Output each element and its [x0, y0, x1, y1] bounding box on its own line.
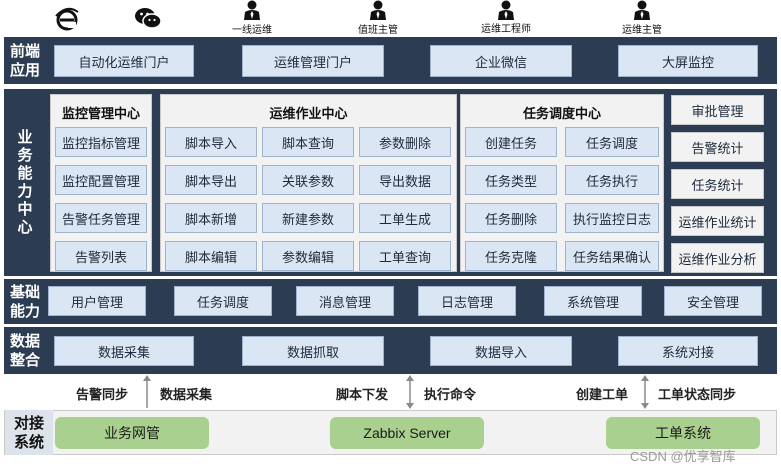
data-item[interactable]: 数据导入	[430, 336, 572, 366]
basic-item[interactable]: 安全管理	[664, 286, 762, 316]
role-label: 运维工程师	[481, 24, 531, 35]
panel-title: 运维作业中心	[269, 106, 348, 121]
arrows-row: 告警同步 数据采集 脚本下发 执行命令 创建工单 工单状态同步	[0, 374, 781, 410]
side-item-approval[interactable]: 审批管理	[671, 95, 764, 125]
side-item-ops-job-analysis[interactable]: 运维作业分析	[671, 243, 764, 273]
ops-item[interactable]: 脚本导入	[165, 127, 257, 157]
wechat-icon	[135, 8, 162, 29]
dispatch-item[interactable]: 任务删除	[465, 203, 557, 233]
person-icon	[370, 0, 386, 20]
arrow-label: 工单状态同步	[658, 387, 737, 402]
ops-center-panel: 运维作业中心 脚本导入 脚本查询 参数删除 脚本导出 关联参数 导出数据 脚本新…	[160, 94, 457, 272]
ops-item[interactable]: 参数删除	[359, 127, 451, 157]
ops-item[interactable]: 脚本新增	[165, 203, 257, 233]
role-label: 值班主管	[358, 25, 398, 36]
monitor-item[interactable]: 监控配置管理	[55, 165, 147, 195]
monitor-item[interactable]: 告警列表	[55, 241, 147, 271]
ie-browser-icon	[55, 7, 79, 31]
role-first-line-ops: 一线运维	[226, 0, 278, 36]
integration-label: 对接 系统	[5, 410, 53, 455]
monitor-item[interactable]: 告警任务管理	[55, 203, 147, 233]
ops-item[interactable]: 关联参数	[262, 165, 354, 195]
arrow-label: 执行命令	[424, 387, 477, 402]
ops-item[interactable]: 新建参数	[262, 203, 354, 233]
ops-item[interactable]: 工单查询	[359, 241, 451, 271]
side-item-alarm-stats[interactable]: 告警统计	[671, 132, 764, 162]
arrow-label: 告警同步	[76, 387, 129, 402]
ops-item[interactable]: 导出数据	[359, 165, 451, 195]
basic-item[interactable]: 用户管理	[48, 286, 146, 316]
dispatch-item[interactable]: 任务调度	[565, 127, 659, 157]
integration-item[interactable]: 业务网管	[55, 417, 209, 449]
role-label: 一线运维	[232, 25, 272, 36]
role-ops-supervisor: 运维主管	[616, 0, 668, 36]
frontend-label: 前端 应用	[9, 42, 40, 79]
dispatch-item[interactable]: 任务执行	[565, 165, 659, 195]
arrow-label: 数据采集	[160, 387, 213, 402]
person-icon	[634, 0, 650, 20]
frontend-item[interactable]: 运维管理门户	[242, 45, 384, 77]
business-label: 业 务 能 力 中 心	[17, 128, 33, 236]
panel-title: 监控管理中心	[61, 106, 140, 121]
dispatch-item[interactable]: 执行监控日志	[565, 203, 659, 233]
ops-item[interactable]: 脚本查询	[262, 127, 354, 157]
basic-label: 基础 能力	[9, 283, 40, 320]
arrow-both-icon	[641, 375, 649, 409]
data-band: 数据 整合 数据采集 数据抓取 数据导入 系统对接	[4, 327, 777, 374]
dispatch-center-panel: 任务调度中心 创建任务 任务调度 任务类型 任务执行 任务删除 执行监控日志 任…	[460, 94, 664, 272]
basic-item[interactable]: 系统管理	[544, 286, 642, 316]
dispatch-item[interactable]: 任务类型	[465, 165, 557, 195]
frontend-item[interactable]: 企业微信	[430, 45, 572, 77]
business-band: 业 务 能 力 中 心 监控管理中心 监控指标管理 监控配置管理 告警任务管理 …	[4, 89, 777, 276]
arrow-both-icon	[406, 375, 414, 409]
side-item-task-stats[interactable]: 任务统计	[671, 169, 764, 199]
role-duty-supervisor: 值班主管	[350, 0, 406, 36]
watermark: CSDN @优享智库	[630, 449, 736, 464]
integration-item[interactable]: 工单系统	[606, 417, 760, 449]
ops-item[interactable]: 脚本导出	[165, 165, 257, 195]
side-item-ops-job-stats[interactable]: 运维作业统计	[671, 206, 764, 236]
role-ops-engineer: 运维工程师	[474, 0, 538, 36]
arrow-up-icon	[143, 375, 151, 408]
basic-item[interactable]: 日志管理	[418, 286, 516, 316]
panel-title: 任务调度中心	[522, 106, 601, 121]
ops-item[interactable]: 脚本编辑	[165, 241, 257, 271]
basic-item[interactable]: 任务调度	[174, 286, 272, 316]
basic-item[interactable]: 消息管理	[296, 286, 394, 316]
integration-item[interactable]: Zabbix Server	[330, 417, 484, 449]
dispatch-item[interactable]: 任务克隆	[465, 241, 557, 271]
person-icon	[244, 0, 260, 20]
frontend-item[interactable]: 自动化运维门户	[54, 45, 194, 77]
monitor-center-panel: 监控管理中心 监控指标管理 监控配置管理 告警任务管理 告警列表	[50, 94, 152, 272]
dispatch-item[interactable]: 任务结果确认	[565, 241, 659, 271]
dispatch-item[interactable]: 创建任务	[465, 127, 557, 157]
ops-item[interactable]: 工单生成	[359, 203, 451, 233]
ops-item[interactable]: 参数编辑	[262, 241, 354, 271]
role-label: 运维主管	[622, 25, 662, 36]
data-item[interactable]: 系统对接	[618, 336, 758, 366]
data-label: 数据 整合	[9, 332, 40, 369]
frontend-band: 前端 应用 自动化运维门户 运维管理门户 企业微信 大屏监控	[4, 37, 777, 84]
basic-band: 基础 能力 用户管理 任务调度 消息管理 日志管理 系统管理 安全管理	[4, 279, 777, 324]
data-item[interactable]: 数据采集	[54, 336, 194, 366]
person-icon	[498, 0, 514, 20]
integration-band: 对接 系统 业务网管 Zabbix Server 工单系统	[4, 410, 777, 455]
top-icons-row: 一线运维 值班主管 运维工程师 运维主管	[0, 0, 781, 36]
data-item[interactable]: 数据抓取	[242, 336, 384, 366]
arrow-label: 脚本下发	[336, 387, 389, 402]
arrow-label: 创建工单	[576, 387, 629, 402]
frontend-item[interactable]: 大屏监控	[618, 45, 758, 77]
monitor-item[interactable]: 监控指标管理	[55, 127, 147, 157]
